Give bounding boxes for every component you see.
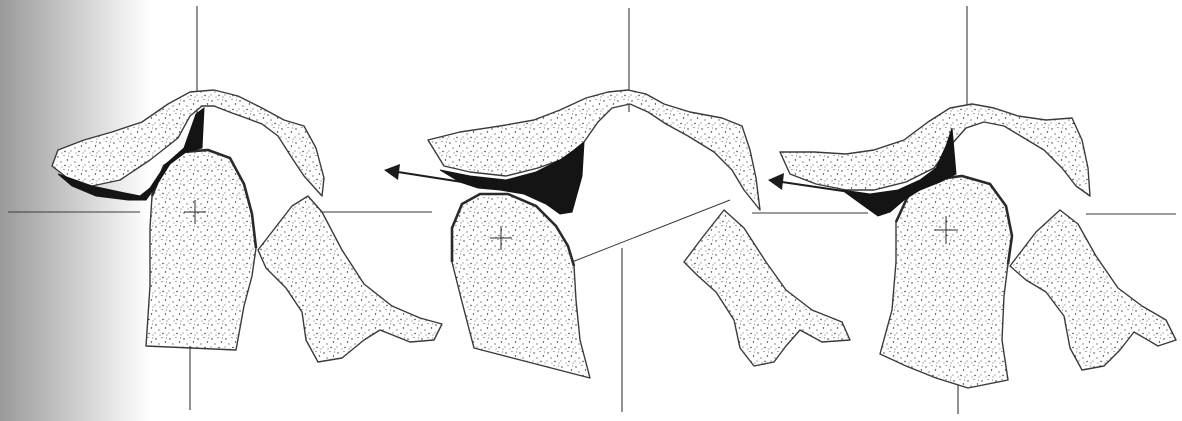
- left-condyle: [146, 150, 256, 350]
- middle-temporal-bone: [428, 90, 760, 210]
- right-condyle: [880, 176, 1012, 388]
- middle-condyle: [452, 194, 590, 378]
- right-displacement-arrow-head: [768, 173, 784, 190]
- right-tympanic-structure: [1010, 210, 1176, 370]
- panel-right: [768, 6, 1176, 414]
- panel-left: [8, 6, 442, 410]
- middle-tympanic-structure: [684, 210, 850, 366]
- panel-middle: [384, 8, 868, 412]
- left-tympanic-structure: [258, 196, 442, 362]
- middle-displacement-arrow-head: [384, 164, 400, 180]
